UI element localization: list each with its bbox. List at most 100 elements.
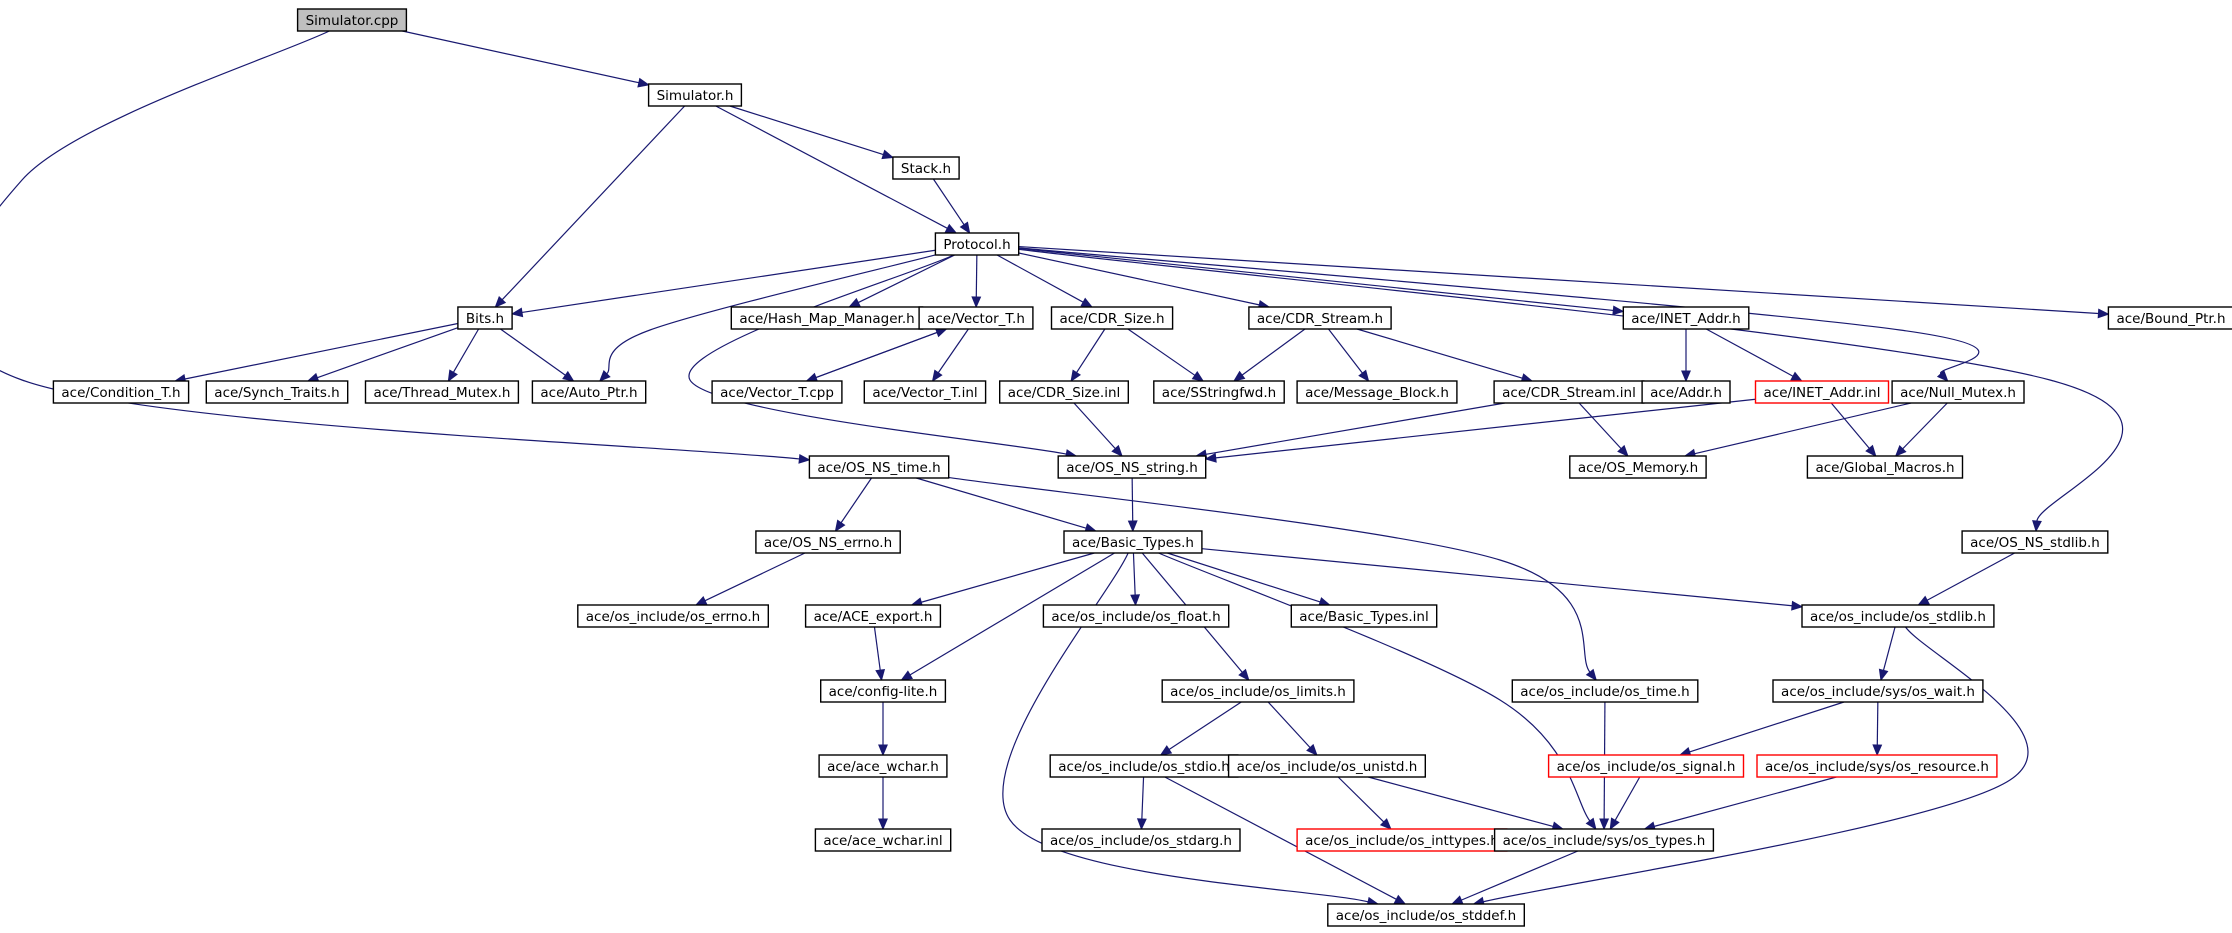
- arrowhead: [900, 670, 914, 681]
- edge-line: [1132, 552, 1136, 596]
- node-ace-basic-types-inl[interactable]: ace/Basic_Types.inl: [1290, 604, 1438, 628]
- edge-line: [606, 254, 936, 375]
- edge-line: [1705, 328, 1794, 377]
- node-ace-os-memory-h[interactable]: ace/OS_Memory.h: [1569, 455, 1707, 479]
- arrowhead: [1111, 444, 1123, 457]
- node-ace-os-include-os-stdio-h[interactable]: ace/os_include/os_stdio.h: [1049, 754, 1239, 778]
- node-ace-os-include-os-errno-h[interactable]: ace/os_include/os_errno.h: [577, 604, 769, 628]
- arrowhead: [1306, 743, 1318, 756]
- node-ace-global-macros-h[interactable]: ace/Global_Macros.h: [1806, 455, 1964, 479]
- node-ace-os-include-os-limits-h[interactable]: ace/os_include/os_limits.h: [1161, 679, 1355, 703]
- node-box: [1153, 380, 1285, 404]
- arrowhead: [878, 818, 888, 831]
- node-ace-os-include-os-unistd-h[interactable]: ace/os_include/os_unistd.h: [1227, 754, 1426, 778]
- node-ace-inet-addr-h[interactable]: ace/INET_Addr.h: [1622, 306, 1750, 330]
- node-ace-ace-wchar-h[interactable]: ace/ace_wchar.h: [818, 754, 948, 778]
- node-ace-cdr-size-h[interactable]: ace/CDR_Size.h: [1050, 306, 1174, 330]
- node-label: ace/os_include/os_stdio.h: [1058, 759, 1230, 775]
- node-box: [1772, 679, 1984, 703]
- node-ace-os-include-sys-os-wait-h[interactable]: ace/os_include/sys/os_wait.h: [1772, 679, 1984, 703]
- node-ace-null-mutex-h[interactable]: ace/Null_Mutex.h: [1891, 380, 2025, 404]
- edge-line: [921, 552, 1095, 603]
- edge-n28-to-n31: [694, 552, 806, 606]
- edge-line: [1882, 626, 1896, 671]
- arrowhead: [1130, 594, 1141, 607]
- node-ace-sstringfwd-h[interactable]: ace/SStringfwd.h: [1153, 380, 1285, 404]
- arrowhead: [1393, 894, 1407, 905]
- node-ace-thread-mutex-h[interactable]: ace/Thread_Mutex.h: [364, 380, 520, 404]
- edge-line: [1368, 776, 1554, 827]
- node-label: ace/os_include/os_stdlib.h: [1810, 609, 1986, 625]
- edge-line: [715, 105, 948, 229]
- node-label: ace/os_include/os_inttypes.h: [1305, 833, 1499, 849]
- node-box: [1622, 306, 1750, 330]
- edge-line: [1164, 776, 1397, 900]
- node-ace-bound-ptr-h[interactable]: ace/Bound_Ptr.h: [2107, 306, 2232, 330]
- node-ace-basic-types-h[interactable]: ace/Basic_Types.h: [1063, 530, 1203, 554]
- node-label: ace/OS_NS_errno.h: [764, 535, 892, 551]
- node-ace-os-include-os-stdlib-h[interactable]: ace/os_include/os_stdlib.h: [1801, 604, 1995, 628]
- edge-line: [1018, 248, 2124, 522]
- node-ace-condition-t-h[interactable]: ace/Condition_T.h: [52, 380, 190, 404]
- edge-n29-to-n35: [1201, 548, 1804, 611]
- node-box: [1891, 380, 2025, 404]
- node-ace-os-include-os-time-h[interactable]: ace/os_include/os_time.h: [1511, 679, 1699, 703]
- edge-line: [1694, 402, 1912, 455]
- node-ace-addr-h[interactable]: ace/Addr.h: [1641, 380, 1731, 404]
- arrowhead: [1790, 371, 1803, 382]
- edge-line: [521, 249, 936, 314]
- node-ace-message-block-h[interactable]: ace/Message_Block.h: [1296, 380, 1458, 404]
- node-box: [820, 679, 947, 703]
- node-ace-vector-t-cpp[interactable]: ace/Vector_T.cpp: [711, 380, 843, 404]
- node-ace-os-include-os-signal-h[interactable]: ace/os_include/os_signal.h: [1547, 754, 1745, 778]
- node-label: ace/OS_NS_string.h: [1066, 460, 1198, 476]
- node-stack-h[interactable]: Stack.h: [892, 156, 960, 180]
- edge-n8-to-n20: [1356, 328, 1534, 383]
- arrowhead: [2097, 308, 2110, 319]
- node-ace-os-ns-stdlib-h[interactable]: ace/OS_NS_stdlib.h: [1961, 530, 2109, 554]
- node-ace-ace-wchar-inl[interactable]: ace/ace_wchar.inl: [814, 828, 952, 852]
- node-simulator-cpp[interactable]: Simulator.cpp: [296, 8, 408, 32]
- node-ace-ace-export-h[interactable]: ace/ACE_export.h: [804, 604, 942, 628]
- node-box: [1248, 306, 1392, 330]
- node-box: [52, 380, 190, 404]
- node-label: ace/SStringfwd.h: [1162, 385, 1276, 401]
- node-ace-config-lite-h[interactable]: ace/config-lite.h: [820, 679, 947, 703]
- node-ace-os-include-os-float-h[interactable]: ace/os_include/os_float.h: [1042, 604, 1230, 628]
- node-ace-cdr-size-inl[interactable]: ace/CDR_Size.inl: [999, 380, 1130, 404]
- node-ace-os-ns-errno-h[interactable]: ace/OS_NS_errno.h: [755, 530, 901, 554]
- node-ace-cdr-stream-h[interactable]: ace/CDR_Stream.h: [1248, 306, 1392, 330]
- node-label: ace/Null_Mutex.h: [1900, 385, 2016, 401]
- node-ace-cdr-stream-inl[interactable]: ace/CDR_Stream.inl: [1493, 380, 1645, 404]
- arrowhead: [1191, 370, 1205, 382]
- node-box: [1569, 455, 1707, 479]
- edge-line: [1327, 328, 1363, 374]
- edge-n3-to-n7: [996, 254, 1094, 308]
- node-ace-hash-map-manager-h[interactable]: ace/Hash_Map_Manager.h: [730, 306, 924, 330]
- edge-n43-to-n48: [1609, 776, 1641, 831]
- node-ace-auto-ptr-h[interactable]: ace/Auto_Ptr.h: [531, 380, 647, 404]
- node-ace-vector-t-h[interactable]: ace/Vector_T.h: [918, 306, 1034, 330]
- node-ace-os-include-os-stdarg-h[interactable]: ace/os_include/os_stdarg.h: [1041, 828, 1241, 852]
- node-ace-os-include-os-stddef-h[interactable]: ace/os_include/os_stddef.h: [1327, 903, 1526, 927]
- node-box: [804, 604, 942, 628]
- node-simulator-h[interactable]: Simulator.h: [647, 83, 743, 107]
- node-ace-synch-traits-h[interactable]: ace/Synch_Traits.h: [205, 380, 349, 404]
- arrowhead: [1080, 297, 1094, 308]
- edge-line: [840, 477, 873, 524]
- node-ace-os-include-sys-os-types-h[interactable]: ace/os_include/sys/os_types.h: [1493, 828, 1715, 852]
- edge-n4-to-n13: [447, 328, 480, 383]
- edge-line: [948, 476, 1591, 673]
- node-label: ace/os_include/sys/os_resource.h: [1765, 759, 1989, 775]
- arrowhead: [1878, 668, 1889, 682]
- node-protocol-h[interactable]: Protocol.h: [934, 232, 1020, 256]
- node-ace-os-include-os-inttypes-h[interactable]: ace/os_include/os_inttypes.h: [1296, 828, 1508, 852]
- node-ace-os-ns-string-h[interactable]: ace/OS_NS_string.h: [1057, 455, 1207, 479]
- edge-n3-to-n14: [598, 254, 936, 382]
- edge-line: [1127, 328, 1196, 376]
- node-ace-inet-addr-inl[interactable]: ace/INET_Addr.inl: [1754, 380, 1890, 404]
- node-ace-os-ns-time-h[interactable]: ace/OS_NS_time.h: [808, 455, 950, 479]
- node-bits-h[interactable]: Bits.h: [457, 306, 513, 330]
- node-ace-vector-t-inl[interactable]: ace/Vector_T.inl: [863, 380, 987, 404]
- node-ace-os-include-sys-os-resource-h[interactable]: ace/os_include/sys/os_resource.h: [1756, 754, 1998, 778]
